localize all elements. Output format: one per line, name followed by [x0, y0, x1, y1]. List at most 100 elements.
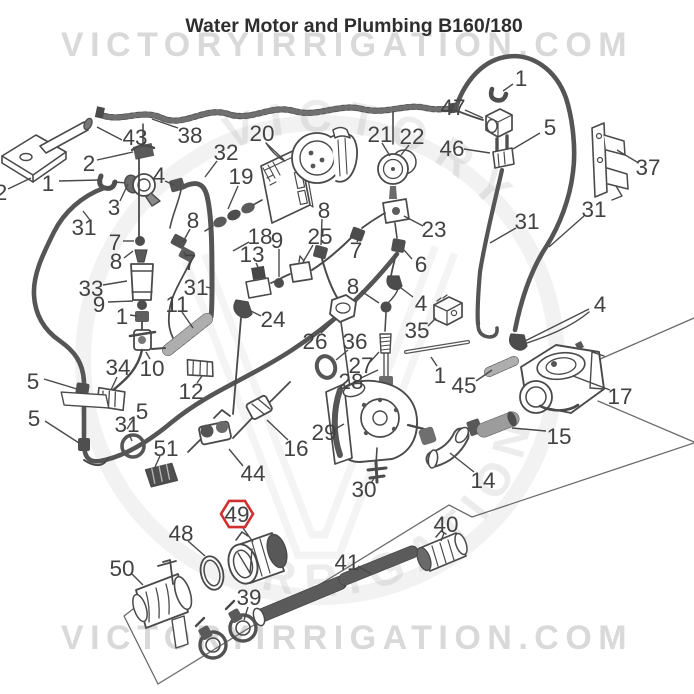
leader-21-3	[381, 142, 391, 157]
part-label-49-63: 49	[224, 502, 249, 527]
leader-31-44	[128, 433, 133, 442]
part-25-check-valve-el117	[298, 255, 305, 263]
leader-5-41	[43, 378, 78, 390]
part-39-clamps-el223	[224, 599, 236, 611]
leader-7-28	[356, 237, 360, 243]
part-40-coupler-el212	[416, 546, 432, 572]
part-union-nut	[418, 426, 437, 445]
part-1-rod-el171	[405, 341, 469, 353]
leader-3-10	[119, 183, 129, 202]
part-8-fitting-b-el127	[321, 258, 339, 300]
part-1-rod	[404, 340, 470, 354]
part-20-motor-el92	[310, 163, 316, 169]
part-8-7-fittings-mid	[167, 189, 195, 339]
part-2-plate-el23	[19, 152, 33, 162]
part-17-valve-el166	[538, 403, 580, 412]
part-31-hose-loop-small	[120, 433, 146, 459]
leader-8-26	[320, 218, 323, 246]
part-label-17-52: 17	[607, 384, 632, 409]
part-19-fittings-el80	[204, 199, 263, 232]
part-label-5-42: 5	[28, 406, 41, 431]
part-27-28-stack-el111	[379, 333, 392, 354]
leader-19-6	[227, 185, 239, 210]
part-50-footvalve-el192	[145, 583, 170, 623]
part-46-fitting-el183	[492, 147, 515, 169]
part-31-hose-left	[31, 185, 400, 466]
part-41-hose-el208	[338, 545, 419, 586]
part-36-oring	[314, 354, 338, 380]
leader-27-35	[369, 351, 380, 363]
part-2-plate-el25	[83, 117, 93, 131]
part-7-fitting-c-el125	[361, 212, 386, 229]
part-16-coupling-el76	[251, 398, 271, 415]
part-33-filter-chain-el41	[137, 300, 147, 310]
leader-31-60	[489, 227, 517, 244]
part-33-filter-chain	[130, 157, 154, 331]
leader-48-64	[187, 540, 206, 557]
part-label-38-1: 38	[177, 123, 202, 148]
part-13-block-el120	[251, 265, 266, 280]
leader-4-9	[164, 180, 175, 186]
part-27-28-stack-el113	[383, 352, 389, 378]
part-26-valve-el128	[329, 294, 357, 323]
part-39-clamps-el221	[235, 620, 251, 636]
part-30-fitting	[366, 447, 388, 484]
leader-46-58	[463, 148, 491, 154]
part-label-27-35: 27	[348, 353, 373, 378]
part-19-fittings-el79	[241, 202, 255, 214]
part-union-nut-el150	[418, 426, 437, 445]
part-43-clamp-el28	[130, 144, 156, 152]
part-24-elbow-el123	[233, 299, 253, 319]
leader-13-24	[255, 262, 260, 270]
leader-5-42	[44, 420, 80, 444]
part-label-19-6: 19	[228, 164, 253, 189]
part-4-elbow-right	[508, 311, 590, 351]
part-20-motor-el90	[308, 150, 314, 156]
part-19-fittings-el78	[227, 209, 241, 221]
part-51-barb-el73	[151, 464, 171, 484]
part-4-elbow-center-el108	[387, 288, 399, 304]
part-label-8-26: 8	[318, 198, 331, 223]
part-51-barb	[144, 462, 179, 488]
part-label-11-21: 11	[165, 292, 188, 317]
part-50-footvalve-el196	[171, 615, 189, 649]
leader-50-65	[131, 573, 144, 586]
leader-12-40	[196, 375, 203, 384]
leader-14-50	[449, 452, 475, 473]
part-45-spring	[484, 356, 519, 377]
part-29-pump-el140	[372, 410, 388, 426]
part-2-plate-el24	[39, 121, 89, 154]
part-7-fitting-c-el124	[349, 226, 366, 242]
part-label-6-29: 6	[415, 252, 428, 277]
part-3-valve-el33	[137, 178, 151, 192]
part-41-hose-el207	[256, 576, 347, 622]
leader-45-53	[475, 369, 493, 382]
part-47-tee-el178	[485, 108, 513, 138]
page-title: Water Motor and Plumbing B160/180	[185, 15, 522, 37]
highlight-hexagon-49	[219, 499, 255, 529]
part-17-valve	[519, 341, 605, 414]
leader-41-67	[357, 565, 372, 575]
part-29-pump-el138	[331, 387, 343, 458]
part-39-clamps-el216	[198, 630, 228, 660]
part-30-fitting-el149	[366, 460, 388, 484]
part-50-footvalve-el195	[157, 559, 177, 585]
part-33-filter-chain-el37	[135, 236, 145, 246]
part-50-footvalve	[132, 559, 193, 649]
part-46-fitting-el184	[497, 151, 506, 167]
part-35-bracket-el133	[433, 302, 463, 326]
part-48-oring-el198	[203, 559, 221, 587]
leader-2-11	[7, 177, 32, 190]
part-37-bracket-el189	[596, 156, 604, 164]
part-49-coupling-el204	[237, 548, 253, 574]
part-8-bead-center-el109	[380, 301, 392, 313]
leader-37-59	[616, 149, 638, 163]
leader-31-20	[205, 286, 212, 289]
part-32-pipe-el54	[180, 181, 215, 320]
leader-29-48	[334, 423, 345, 430]
leader-31-12	[82, 210, 91, 221]
part-38-hose-el18	[94, 106, 105, 119]
part-36-oring-el131	[314, 354, 338, 380]
part-40-coupler	[416, 530, 468, 572]
